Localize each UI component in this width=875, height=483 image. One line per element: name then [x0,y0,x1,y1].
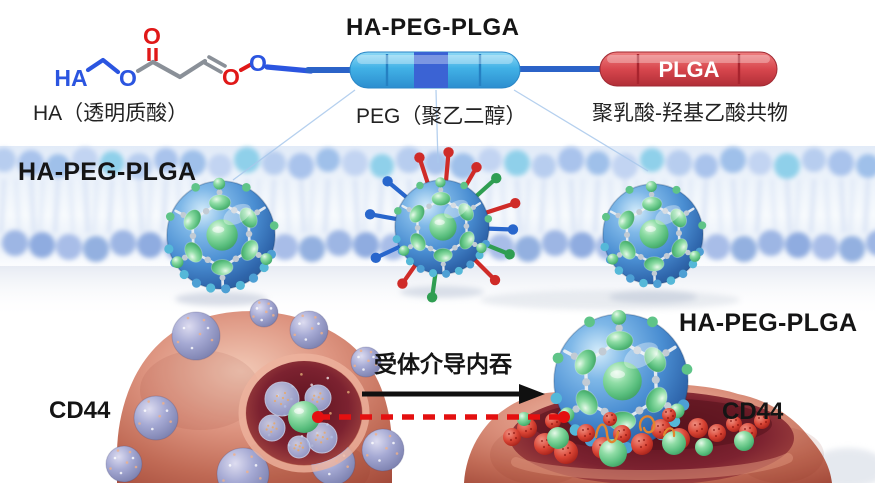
endocytosis-arrow-head [519,384,545,404]
double-bond-cn-1 [203,61,223,74]
crater-rim-left [238,353,370,473]
leader-lines [232,89,649,181]
plga-chinese-label: 聚乳酸-羟基乙酸共物 [592,102,788,125]
nanoparticle-shadows [175,286,697,306]
plga-capsule-label: PLGA [658,57,719,82]
tumor-cell-left [105,298,405,483]
trajectory-dot-start [312,411,324,423]
nanoparticles-row [164,147,707,303]
polymer-backbone: PLGA [305,51,778,89]
carbonyl-oxygen-label: O [143,23,161,49]
double-bond-cn-2 [207,55,227,68]
crater-front-lip [511,453,793,481]
oxime-oxygen-label: O [222,64,240,90]
trajectory-dot-end [558,411,570,423]
ester-oxygen-label: O [119,65,137,91]
membrane-nanoparticle-label: HA-PEG-PLGA [18,158,197,186]
ha-chemical-structure: HA O O O O [54,23,314,91]
lipid-bilayer-membrane [0,147,875,262]
endocytosis-label: 受体介导内吞 [374,351,512,377]
peg-capsule [349,51,521,89]
crater-right-contents [503,408,770,467]
cd44-label-right: CD44 [722,398,784,425]
bond-chain [150,58,208,80]
nanoparticle-endocytosed [550,310,693,454]
peg-chinese-label: PEG（聚乙二醇） [356,105,527,128]
bond-red [239,63,252,72]
ha-atom-label: HA [54,65,87,91]
annotation-overlay [312,384,570,423]
plga-capsule: PLGA [599,51,778,87]
cells-scene [105,298,875,483]
bond-grey1 [136,60,155,73]
bond-ha [85,57,121,75]
top-title: HA-PEG-PLGA [346,14,520,41]
cd44-label-left: CD44 [49,397,111,424]
cd44-receptor-bumps [105,298,405,483]
ha-chinese-label: HA（透明质酸） [33,102,189,125]
bond-blue-thick [264,64,314,74]
bottom-nanoparticle-label: HA-PEG-PLGA [679,309,858,337]
tumor-cell-right [464,310,832,483]
floor-swish-shadow [480,290,740,310]
link-oxygen-label: O [249,50,267,76]
